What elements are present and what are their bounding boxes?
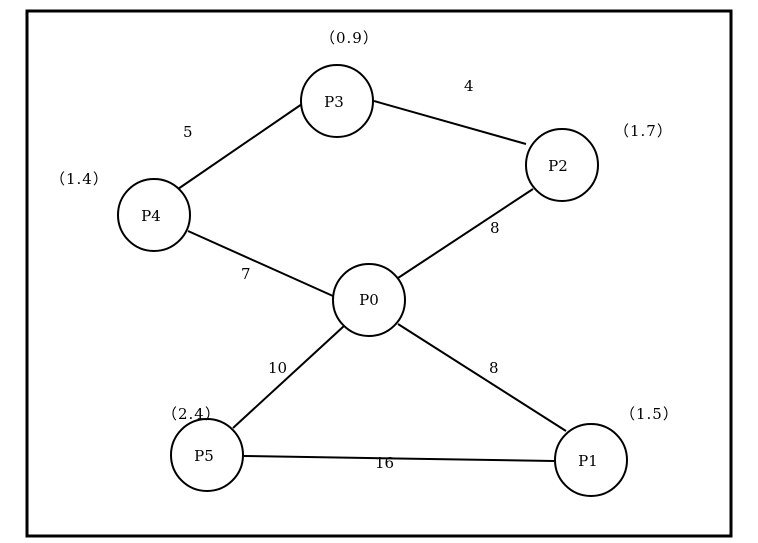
node-p3-label: P3 <box>324 93 344 111</box>
coord-p5: （2.4） <box>162 405 221 423</box>
node-coordinates: （1.5） （1.7） （0.9） （1.4） （2.4） <box>50 29 679 423</box>
node-p2-label: P2 <box>548 157 568 175</box>
weight-p4-p0: 7 <box>241 265 251 283</box>
edge-p3-p2 <box>373 100 527 145</box>
node-p0: P0 <box>332 263 406 337</box>
node-p1-circle <box>554 423 628 497</box>
node-p5: P5 <box>170 418 244 492</box>
weight-p4-p3: 5 <box>183 123 193 141</box>
node-p1-label: P1 <box>578 452 598 470</box>
node-p4-label: P4 <box>141 207 161 225</box>
nodes: P0 P1 P2 P3 P4 P5 <box>117 64 628 497</box>
edge-p4-p3 <box>177 103 303 190</box>
edge-weights: 4 5 8 7 10 8 16 <box>183 77 500 472</box>
edge-p0-p1 <box>397 323 567 432</box>
node-p0-circle <box>332 263 406 337</box>
edge-p4-p0 <box>187 230 334 297</box>
weight-p0-p1: 8 <box>489 359 499 377</box>
coord-p1: （1.5） <box>620 405 679 423</box>
node-p5-circle <box>170 418 244 492</box>
edges <box>177 100 567 462</box>
weight-p0-p2: 8 <box>490 219 500 237</box>
weight-p5-p1: 16 <box>375 454 394 472</box>
node-p2: P2 <box>525 128 599 202</box>
node-p0-label: P0 <box>359 291 379 309</box>
node-p3-circle <box>300 64 374 138</box>
node-p4: P4 <box>117 178 191 252</box>
weight-p3-p2: 4 <box>464 77 474 95</box>
edge-p0-p2 <box>397 188 534 279</box>
coord-p3: （0.9） <box>320 29 379 47</box>
coord-p4: （1.4） <box>50 170 109 188</box>
node-p3: P3 <box>300 64 374 138</box>
diagram-frame <box>25 9 733 538</box>
edge-p5-p1 <box>243 455 555 462</box>
node-p1: P1 <box>554 423 628 497</box>
edge-p0-p5 <box>232 325 345 429</box>
node-p5-label: P5 <box>194 447 214 465</box>
weight-p0-p5: 10 <box>268 359 287 377</box>
node-p2-circle <box>525 128 599 202</box>
coord-p2: （1.7） <box>614 122 673 140</box>
node-p4-circle <box>117 178 191 252</box>
